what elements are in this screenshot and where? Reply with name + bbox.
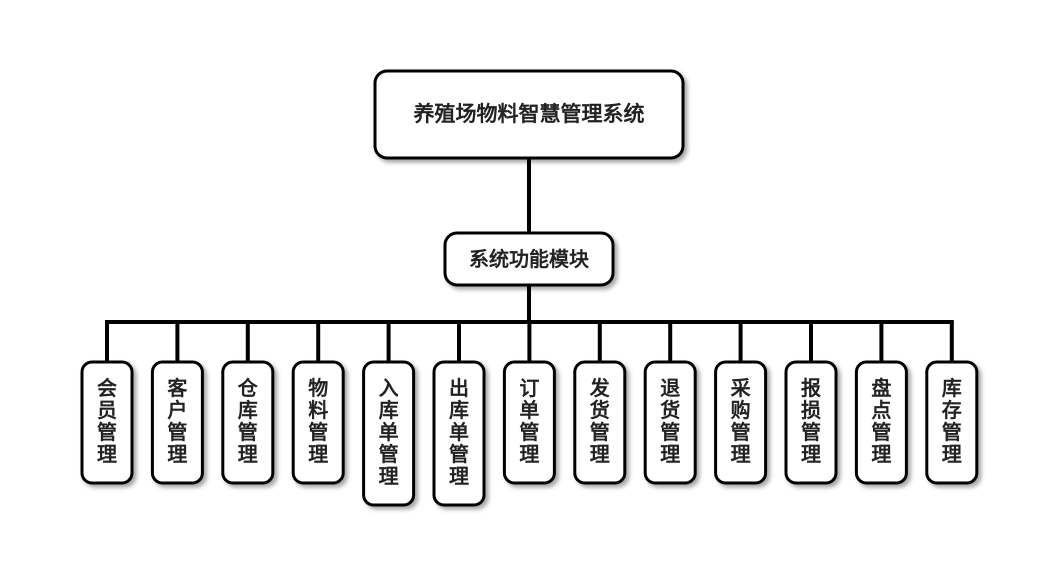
module-node-label: 报损管理: [801, 376, 821, 466]
module-node: 入库单管理: [362, 360, 416, 507]
module-node-label: 会员管理: [97, 376, 117, 466]
module-node-box: [80, 360, 134, 485]
module-node-box: [643, 360, 697, 485]
module-node: 采购管理: [714, 360, 768, 485]
hub-node-box: [443, 231, 615, 287]
module-nodes: 会员管理 客户管理 仓库管理 物料管理 入库单管理 出库单管理 订单管理 发货管理 退货管理 采购…: [80, 360, 979, 507]
module-node: 发货管理: [573, 360, 627, 485]
root-node-label: 养殖场物料智慧管理系统: [413, 102, 645, 126]
module-node-label: 物料管理: [308, 376, 328, 466]
module-node-box: [432, 360, 486, 507]
module-node-box: [362, 360, 416, 507]
module-node-box: [784, 360, 838, 485]
module-node-box: [150, 360, 204, 485]
module-node-label: 订单管理: [519, 376, 539, 466]
root-node: 养殖场物料智慧管理系统: [373, 69, 685, 160]
module-node: 物料管理: [291, 360, 345, 485]
module-node-label: 入库单管理: [379, 376, 399, 488]
hub-node-label: 系统功能模块: [469, 247, 590, 271]
connector-lines: [105, 158, 954, 362]
module-node-label: 退货管理: [660, 376, 680, 466]
module-node: 库存管理: [925, 360, 979, 485]
module-node-label: 发货管理: [589, 376, 611, 466]
module-node-box: [925, 360, 979, 485]
module-node-label: 盘点管理: [871, 376, 891, 466]
module-node-label: 库存管理: [942, 376, 962, 466]
module-node: 订单管理: [502, 360, 556, 485]
module-node-label: 采购管理: [731, 376, 751, 466]
module-node: 盘点管理: [854, 360, 908, 485]
root-node-box: [373, 69, 685, 160]
module-node-box: [854, 360, 908, 485]
module-node: 出库单管理: [432, 360, 486, 507]
module-node-label: 仓库管理: [237, 376, 259, 466]
module-node: 客户管理: [150, 360, 204, 485]
module-node-label: 出库单管理: [449, 376, 469, 488]
module-node-box: [221, 360, 275, 485]
module-node-box: [714, 360, 768, 485]
module-node-label: 客户管理: [166, 376, 188, 466]
hub-node: 系统功能模块: [443, 231, 615, 287]
module-node: 报损管理: [784, 360, 838, 485]
module-node-box: [502, 360, 556, 485]
module-node: 会员管理: [80, 360, 134, 485]
module-node: 退货管理: [643, 360, 697, 485]
module-node: 仓库管理: [221, 360, 275, 485]
module-node-box: [291, 360, 345, 485]
module-node-box: [573, 360, 627, 485]
